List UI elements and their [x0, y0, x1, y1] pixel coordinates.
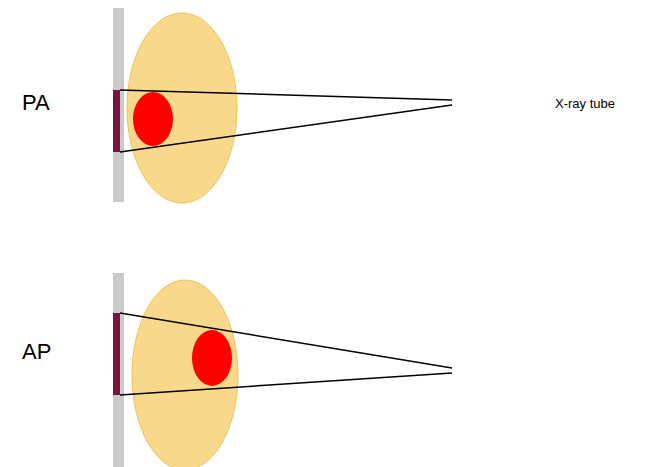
body-outline — [127, 13, 237, 203]
detector-plate — [113, 8, 124, 202]
beam-line — [120, 373, 452, 395]
heart-organ — [192, 330, 232, 386]
projected-image — [113, 313, 120, 395]
source-label: X-ray tube — [555, 97, 615, 110]
view-label: AP — [22, 341, 51, 363]
projected-image — [113, 90, 120, 152]
beam-line — [120, 105, 452, 152]
view-label: PA — [22, 92, 50, 114]
detector-plate — [113, 273, 124, 467]
body-outline — [132, 280, 238, 467]
beam-line — [120, 313, 452, 368]
beam-line — [120, 90, 452, 100]
pa-setup — [113, 8, 452, 203]
heart-organ — [133, 92, 173, 146]
ap-setup — [113, 273, 452, 467]
